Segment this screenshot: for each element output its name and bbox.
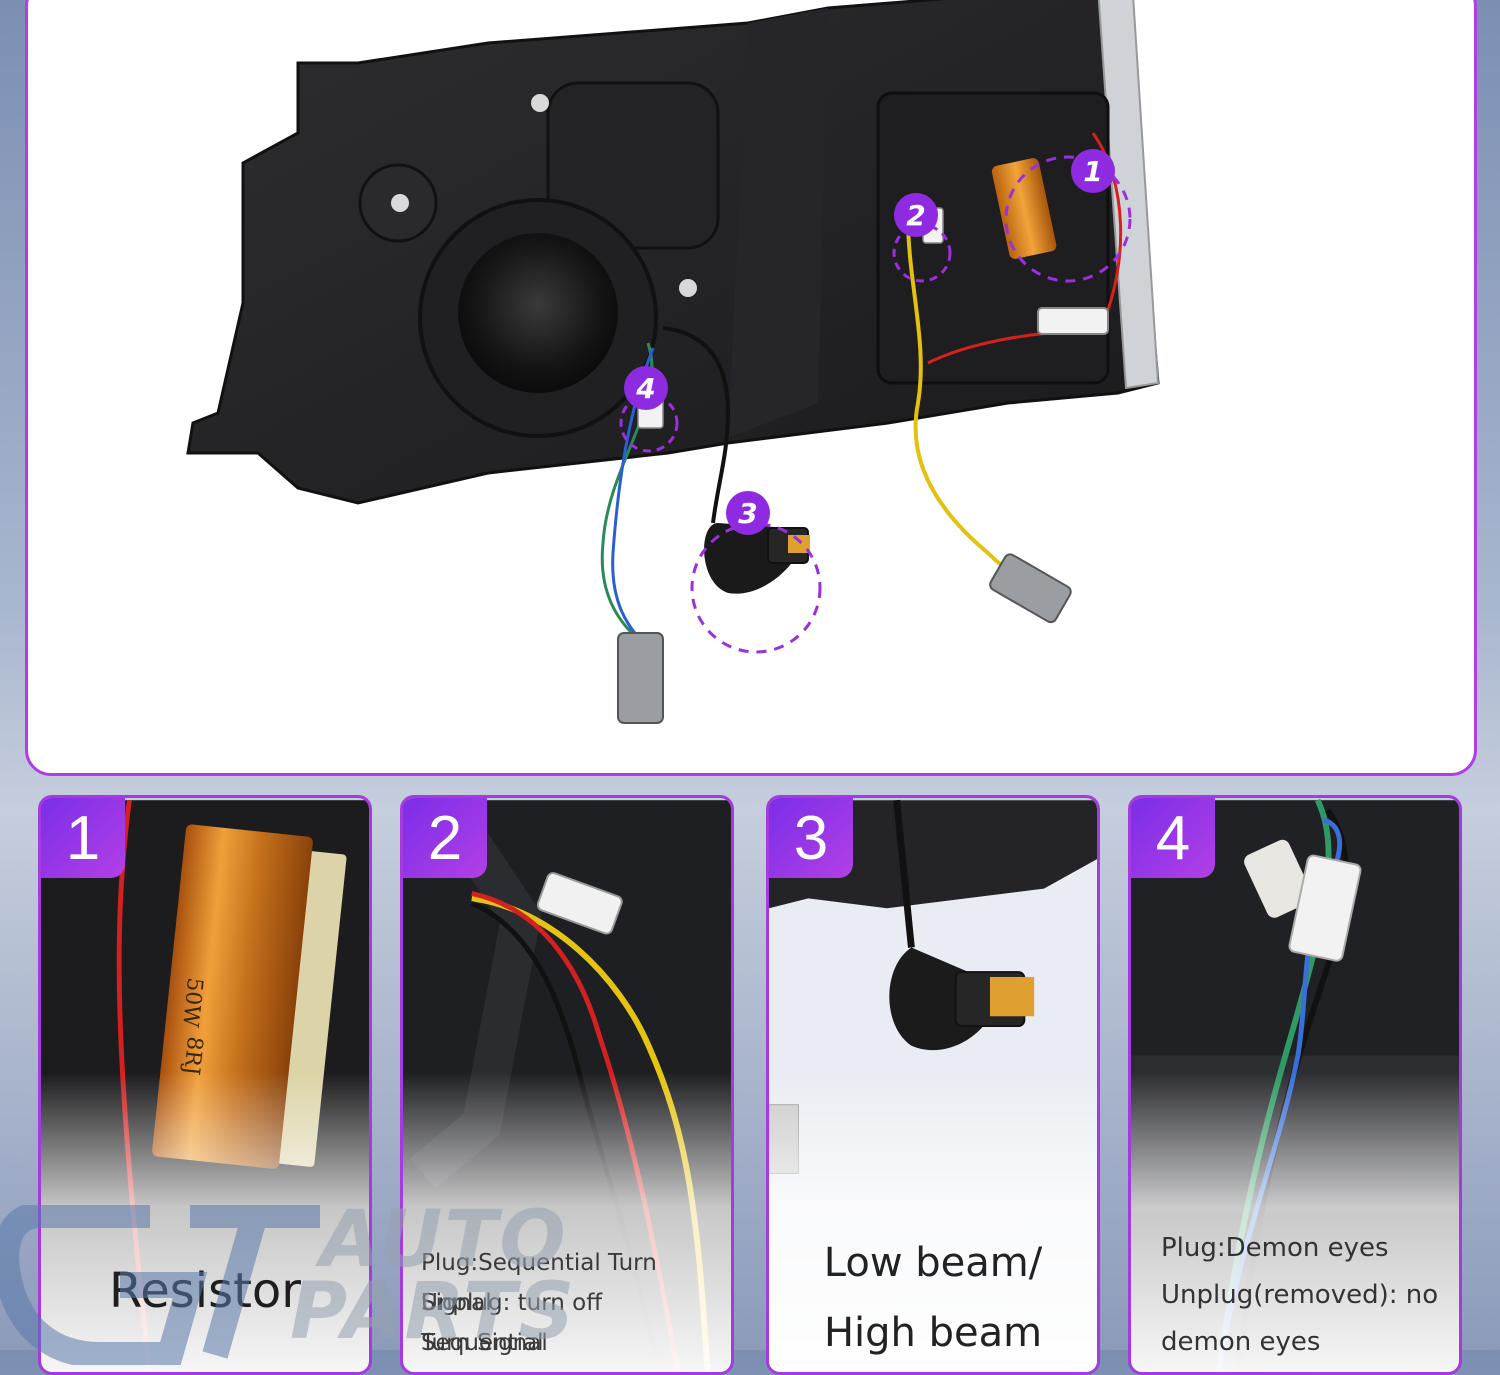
svg-text:8RJ: 8RJ: [178, 1035, 207, 1076]
marker-2: 2: [894, 193, 938, 237]
hero-photo-card: 1 2 3 4: [25, 0, 1477, 776]
headlight-rear-illustration: 1 2 3 4: [186, 0, 1160, 724]
panel-caption-line-2: High beam: [823, 1310, 1043, 1356]
panel-caption-line-2: Unplug(removed): no: [1161, 1280, 1439, 1310]
panel-caption-line-3: Turn Signal: [421, 1330, 548, 1356]
svg-text:1: 1: [1083, 155, 1102, 188]
panel-caption-line-1: Plug:Demon eyes: [1161, 1233, 1389, 1263]
detail-panel-demon-eyes: 4 Plug:Demon eyes Unplug(removed): no de…: [1128, 795, 1462, 1375]
marker-4: 4: [624, 366, 668, 410]
detail-panel-resistor: 50W 8RJ 1 Resistor: [38, 795, 372, 1375]
panel-number-badge: 1: [41, 798, 125, 878]
panel-fade: [403, 1072, 731, 1372]
detail-panel-sequential: 2 Plug:Sequential Turn Signal Unplug: tu…: [400, 795, 734, 1375]
panel-caption-line-3: demon eyes: [1161, 1327, 1321, 1357]
svg-text:50W: 50W: [177, 976, 207, 1029]
panel-caption-line-1: Plug:Sequential Turn Signal: [421, 1250, 657, 1316]
panel-number-badge: 4: [1131, 798, 1215, 878]
svg-text:2: 2: [906, 199, 925, 232]
panel-fade: [41, 1072, 369, 1372]
panel-number-badge: 2: [403, 798, 487, 878]
panel-fade: [1131, 1072, 1459, 1372]
svg-text:4: 4: [635, 372, 655, 405]
marker-1: 1: [1071, 149, 1115, 193]
panel-fade: [769, 1072, 1097, 1372]
detail-panel-beam: 3 Low beam/ High beam: [766, 795, 1100, 1375]
panel-caption-line-1: Low beam/: [823, 1240, 1043, 1286]
marker-3: 3: [726, 491, 770, 535]
panel-number-badge: 3: [769, 798, 853, 878]
svg-text:3: 3: [738, 497, 757, 530]
panel-caption: Resistor: [109, 1263, 301, 1319]
